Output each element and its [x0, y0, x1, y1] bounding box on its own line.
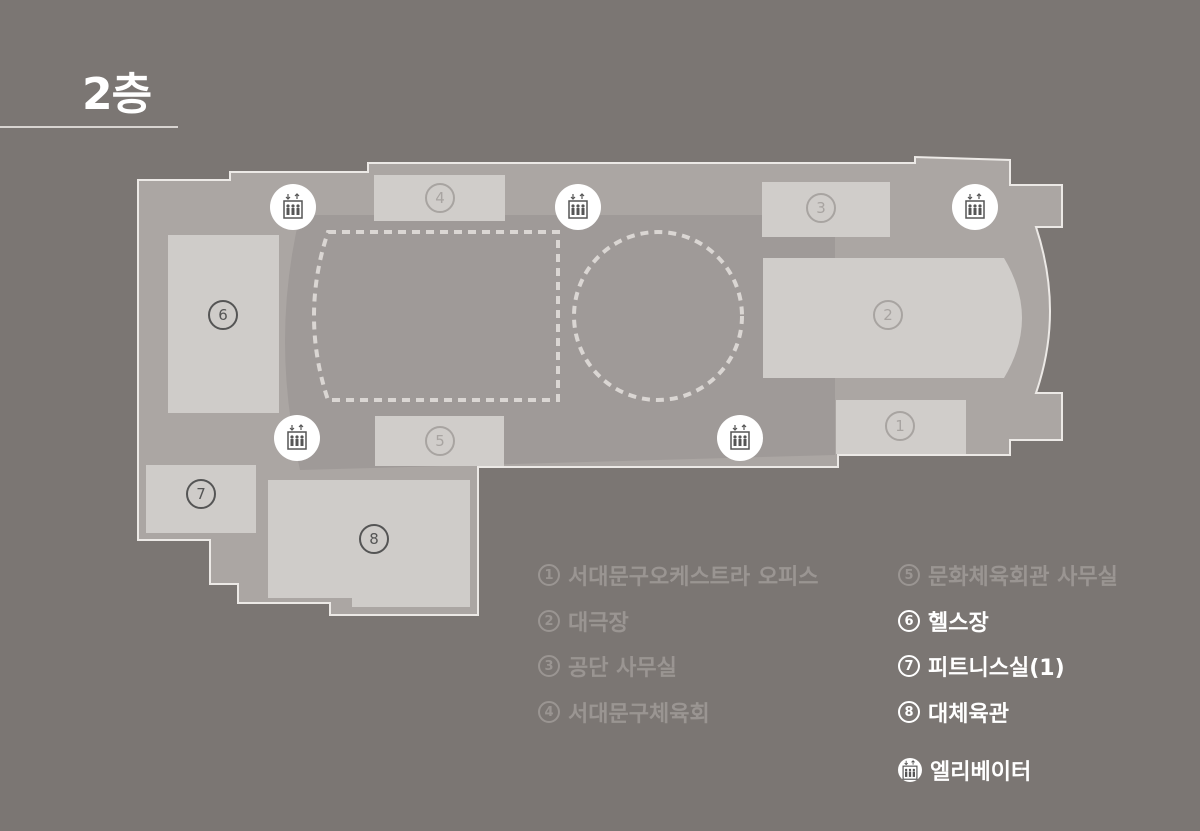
legend-number: 6 [898, 610, 920, 632]
legend-label: 문화체육회관 사무실 [928, 565, 1118, 590]
elevator-icon [717, 415, 763, 461]
room-5-block [375, 416, 504, 466]
legend-label: 대체육관 [928, 702, 1009, 727]
room-7-block [146, 465, 256, 533]
legend-item-2: 2 대극장 [538, 605, 629, 637]
legend-item-4: 4 서대문구체육회 [538, 696, 710, 728]
dashed-stage-outline [312, 230, 560, 402]
room-marker-number: 8 [369, 530, 379, 548]
room-4-block [374, 175, 505, 221]
legend-label: 서대문구오케스트라 오피스 [568, 565, 819, 590]
elevator-icon [898, 758, 922, 782]
room-marker-6: 6 [208, 300, 238, 330]
room-marker-5: 5 [425, 426, 455, 456]
room-marker-number: 6 [218, 306, 228, 324]
legend-item-8: 8 대체육관 [898, 696, 1009, 728]
legend-label: 공단 사무실 [568, 656, 677, 681]
legend-item-1: 1 서대문구오케스트라 오피스 [538, 559, 819, 591]
room-marker-number: 1 [895, 417, 905, 435]
elevator-icon [270, 184, 316, 230]
legend-number: 5 [898, 564, 920, 586]
room-2-block [763, 258, 1022, 378]
legend-number: 4 [538, 701, 560, 723]
floor-title: 2층 [82, 69, 152, 120]
legend-item-elevator: 엘리베이터 [898, 754, 1031, 786]
room-marker-3: 3 [806, 193, 836, 223]
legend-item-7: 7 피트니스실(1) [898, 650, 1065, 682]
legend-item-6: 6 헬스장 [898, 605, 989, 637]
legend-item-5: 5 문화체육회관 사무실 [898, 559, 1118, 591]
room-1-block [836, 400, 966, 454]
room-marker-number: 5 [435, 432, 445, 450]
legend-label: 헬스장 [928, 611, 989, 636]
title-divider [0, 126, 178, 128]
legend-number: 7 [898, 655, 920, 677]
legend-label: 피트니스실(1) [928, 656, 1065, 681]
legend-label: 대극장 [568, 611, 629, 636]
room-marker-number: 2 [883, 306, 893, 324]
elevator-icon [555, 184, 601, 230]
room-6-block [168, 235, 279, 413]
elevator-icon [952, 184, 998, 230]
room-marker-8: 8 [359, 524, 389, 554]
room-3-block [762, 182, 890, 237]
room-marker-1: 1 [885, 411, 915, 441]
legend-number: 2 [538, 610, 560, 632]
room-marker-number: 4 [435, 189, 445, 207]
room-marker-7: 7 [186, 479, 216, 509]
legend-label: 서대문구체육회 [568, 702, 710, 727]
dashed-circle-outline [572, 230, 744, 402]
room-marker-number: 3 [816, 199, 826, 217]
legend-label: 엘리베이터 [930, 760, 1032, 785]
room-8-block [268, 480, 470, 607]
legend-number: 3 [538, 655, 560, 677]
room-marker-2: 2 [873, 300, 903, 330]
elevator-icon [274, 415, 320, 461]
room-marker-4: 4 [425, 183, 455, 213]
legend-number: 1 [538, 564, 560, 586]
legend-number: 8 [898, 701, 920, 723]
legend-item-3: 3 공단 사무실 [538, 650, 677, 682]
room-marker-number: 7 [196, 485, 206, 503]
